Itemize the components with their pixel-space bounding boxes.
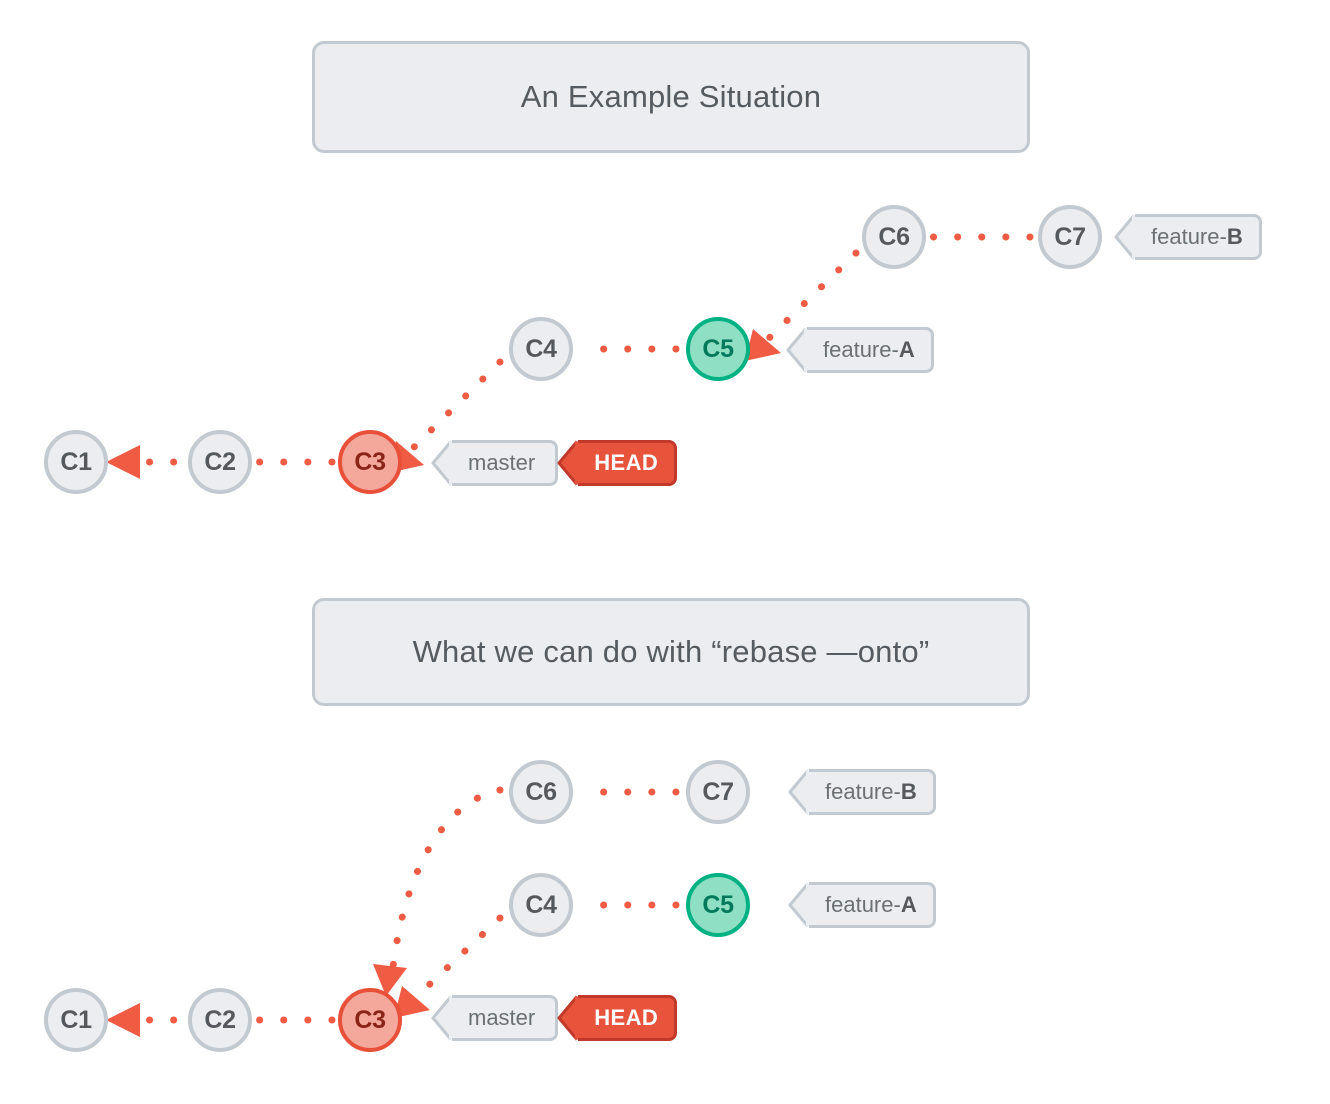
commit-node-c3-rebased[interactable]: C3 <box>338 988 402 1052</box>
tag-pointer-icon <box>787 882 809 928</box>
arrowhead-c1 <box>106 445 140 479</box>
head-label: HEAD <box>594 450 659 475</box>
commit-node-c3[interactable]: C3 <box>338 430 402 494</box>
arrowhead-c5-from-c6 <box>745 329 781 361</box>
ref-tag-master-head[interactable]: master HEAD <box>430 440 678 486</box>
edge-c6-c3-b <box>388 786 504 979</box>
head-badge: HEAD <box>578 440 678 486</box>
ref-tag-feature-a[interactable]: feature-A <box>785 327 934 373</box>
commit-node-c5-rebased[interactable]: C5 <box>686 873 750 937</box>
commit-label: C7 <box>1054 222 1086 251</box>
commit-node-c1[interactable]: C1 <box>44 430 108 494</box>
commit-node-c2[interactable]: C2 <box>188 430 252 494</box>
commit-label: C3 <box>354 447 386 476</box>
commit-label: C5 <box>702 334 734 363</box>
banner-rebase-onto: What we can do with “rebase —onto” <box>312 598 1030 706</box>
ref-tag-label: feature-B <box>1135 214 1262 260</box>
commit-label: C6 <box>525 777 557 806</box>
commit-label: C1 <box>60 447 92 476</box>
head-pointer-icon <box>556 995 579 1041</box>
commit-node-c4-rebased[interactable]: C4 <box>509 873 573 937</box>
commit-node-c6[interactable]: C6 <box>862 205 926 269</box>
commit-label: C1 <box>60 1005 92 1034</box>
commit-node-c5[interactable]: C5 <box>686 317 750 381</box>
banner-example-situation: An Example Situation <box>312 41 1030 153</box>
ref-tag-label: feature-A <box>807 327 934 373</box>
head-pointer-icon <box>556 440 579 486</box>
ref-tag-label: feature-A <box>809 882 936 928</box>
ref-tag-feature-b[interactable]: feature-B <box>1113 214 1262 260</box>
ref-tag-label-master: master <box>452 440 559 486</box>
head-label: HEAD <box>594 1005 659 1030</box>
banner-title-bottom: What we can do with “rebase —onto” <box>412 634 930 669</box>
commit-label: C5 <box>702 890 734 919</box>
commit-node-c6-rebased[interactable]: C6 <box>509 760 573 824</box>
ref-tag-feature-b-rebased[interactable]: feature-B <box>787 769 936 815</box>
commit-label: C3 <box>354 1005 386 1034</box>
head-badge: HEAD <box>578 995 678 1041</box>
commit-label: C4 <box>525 334 557 363</box>
tag-pointer-icon <box>430 440 452 486</box>
commit-node-c2-rebased[interactable]: C2 <box>188 988 252 1052</box>
tag-pointer-icon <box>785 327 807 373</box>
commit-node-c1-rebased[interactable]: C1 <box>44 988 108 1052</box>
ref-tag-label: feature-B <box>809 769 936 815</box>
commit-node-c7[interactable]: C7 <box>1038 205 1102 269</box>
ref-tag-prefix: feature-A <box>823 337 915 362</box>
ref-tag-prefix: feature-B <box>825 779 917 804</box>
banner-title-top: An Example Situation <box>520 79 822 114</box>
ref-tag-prefix: feature-B <box>1151 224 1243 249</box>
master-label: master <box>468 1005 536 1030</box>
commit-label: C6 <box>878 222 910 251</box>
arrowhead-c1-b <box>106 1003 140 1037</box>
commit-label: C4 <box>525 890 557 919</box>
edge-c4-c3-b <box>409 914 504 1004</box>
ref-tag-master-head-rebased[interactable]: master HEAD <box>430 995 678 1041</box>
ref-tag-feature-a-rebased[interactable]: feature-A <box>787 882 936 928</box>
ref-tag-prefix: feature-A <box>825 892 917 917</box>
tag-pointer-icon <box>787 769 809 815</box>
commit-label: C2 <box>204 447 236 476</box>
master-label: master <box>468 450 536 475</box>
commit-node-c7-rebased[interactable]: C7 <box>686 760 750 824</box>
commit-label: C7 <box>702 777 734 806</box>
commit-node-c4[interactable]: C4 <box>509 317 573 381</box>
tag-pointer-icon <box>430 995 452 1041</box>
ref-tag-label-master: master <box>452 995 559 1041</box>
tag-pointer-icon <box>1113 214 1135 260</box>
commit-label: C2 <box>204 1005 236 1034</box>
